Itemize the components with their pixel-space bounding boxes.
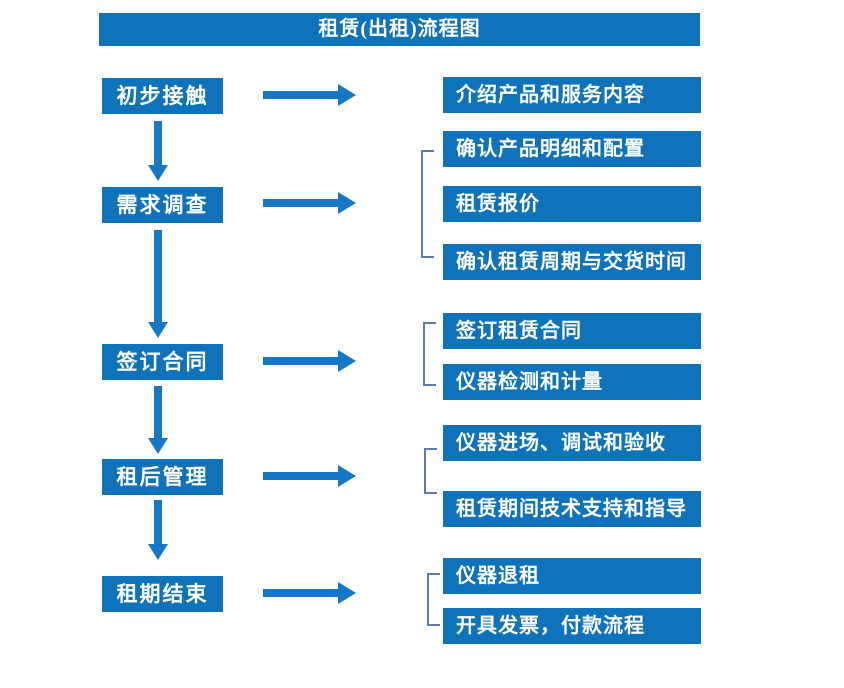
- detail-box-invoice-payment: 开具发票，付款流程: [443, 608, 701, 644]
- arrow-right-icon: [263, 350, 356, 372]
- detail-box-confirm-period: 确认租赁周期与交货时间: [443, 244, 701, 280]
- detail-box-tech-support: 租赁期间技术支持和指导: [443, 491, 701, 527]
- detail-box-instrument-testing: 仪器检测和计量: [443, 364, 701, 400]
- step-box-initial-contact: 初步接触: [102, 78, 223, 114]
- arrow-down-icon: [148, 230, 169, 338]
- detail-box-instrument-return: 仪器退租: [443, 558, 701, 594]
- detail-box-rental-quote: 租赁报价: [443, 186, 701, 222]
- group-bracket-icon: [427, 573, 440, 626]
- arrow-down-icon: [148, 386, 169, 454]
- detail-box-introduce-products: 介绍产品和服务内容: [443, 77, 701, 113]
- detail-box-instrument-setup: 仪器进场、调试和验收: [443, 425, 701, 461]
- group-bracket-icon: [421, 150, 434, 258]
- group-bracket-icon: [423, 322, 436, 386]
- arrow-right-icon: [263, 84, 356, 106]
- arrow-right-icon: [263, 192, 356, 214]
- page-title: 租赁(出租)流程图: [99, 13, 700, 46]
- group-bracket-icon: [424, 448, 437, 494]
- step-box-post-rental: 租后管理: [102, 459, 223, 495]
- detail-box-sign-rental-contract: 签订租赁合同: [443, 313, 701, 349]
- step-box-demand-survey: 需求调查: [102, 187, 223, 223]
- detail-box-confirm-details: 确认产品明细和配置: [443, 131, 701, 167]
- arrow-down-icon: [148, 121, 169, 181]
- arrow-right-icon: [263, 465, 356, 487]
- arrow-down-icon: [148, 500, 169, 560]
- arrow-right-icon: [263, 582, 356, 604]
- step-box-sign-contract: 签订合同: [102, 344, 223, 380]
- step-box-rental-end: 租期结束: [102, 576, 223, 612]
